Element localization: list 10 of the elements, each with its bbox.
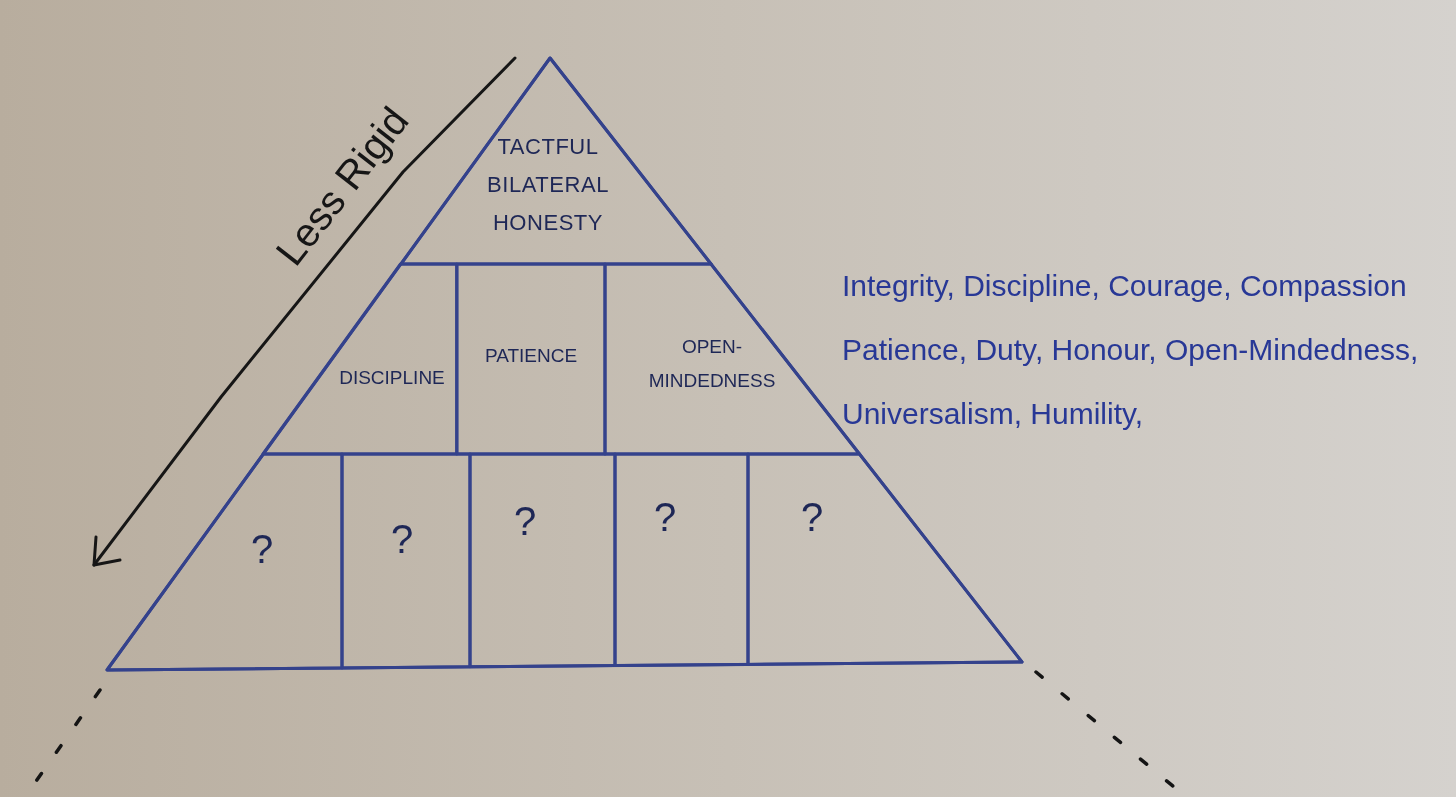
question-mark-label: ? <box>512 498 538 544</box>
tier-label: TACTFUL BILATERAL HONESTY <box>486 133 610 237</box>
question-mark-label: ? <box>389 516 415 562</box>
question-mark-label: ? <box>799 494 825 540</box>
value-list-text: Integrity, Discipline, Courage, Compassion Patience, Duty, Honour, Open-Mindedness, Universalism, Humility, <box>842 268 1420 432</box>
question-mark-label: ? <box>249 526 275 572</box>
tier-label: OPEN-MINDEDNESS <box>647 335 777 393</box>
tier-label: DISCIPLINE <box>338 366 446 390</box>
question-mark-label: ? <box>652 494 678 540</box>
tier-label: PATIENCE <box>483 344 579 368</box>
